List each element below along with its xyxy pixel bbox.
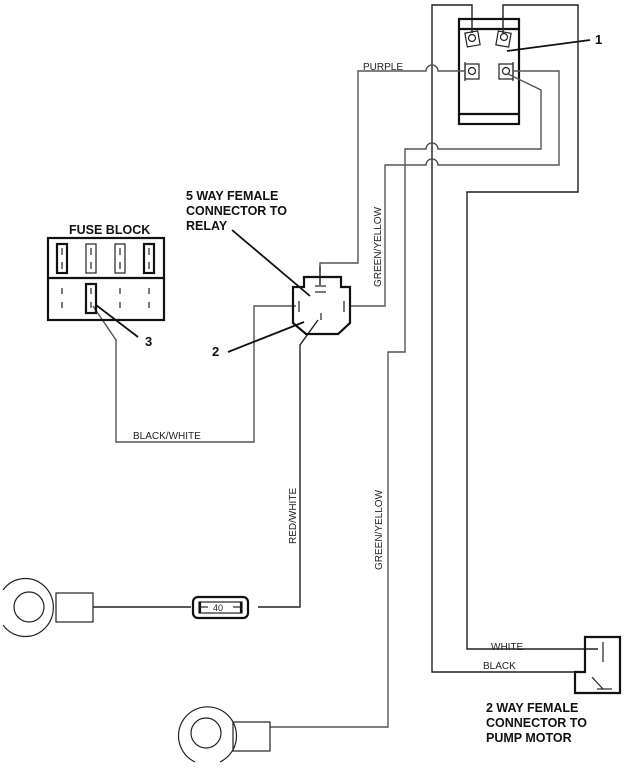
two-way-connector: [573, 635, 622, 695]
callout-3-leader: [95, 304, 139, 338]
wire-label-green-yellow-upper: GREEN/YELLOW: [373, 206, 384, 287]
relay-terminal-mid-left: [464, 62, 480, 81]
relay-terminal-top-right: [495, 30, 512, 48]
wire-green-yellow-lower: [270, 73, 542, 728]
relay: [457, 17, 521, 126]
fuse-block: [46, 236, 166, 322]
wire-purple: [319, 64, 465, 285]
two-way-label-line-1: 2 WAY FEMALE: [486, 701, 578, 715]
two-way-label-line-2: CONNECTOR TO: [486, 716, 587, 730]
five-way-label-line-3: RELAY: [186, 219, 228, 233]
relay-terminal-top-left: [464, 30, 481, 48]
wire-label-white: WHITE: [491, 642, 524, 653]
ring-terminal-1: [2, 577, 94, 638]
two-way-label-line-3: PUMP MOTOR: [486, 731, 572, 745]
relay-terminal-mid-right: [498, 62, 514, 81]
fuse-slot-bottom-row: [61, 282, 150, 315]
wire-white: [466, 4, 598, 650]
wire-label-black: BLACK: [483, 661, 516, 672]
five-way-label-line-2: CONNECTOR TO: [186, 204, 287, 218]
fuse-slot-top-row: [55, 242, 156, 275]
callout-2-leader: [227, 321, 305, 353]
wire-label-green-yellow-lower: GREEN/YELLOW: [374, 489, 385, 570]
callout-2: 2: [212, 344, 219, 359]
wire-black-white: [92, 305, 296, 443]
ring-terminal-2: [177, 706, 271, 763]
fuse-slot-used: [84, 282, 98, 315]
fuse-block-title: FUSE BLOCK: [69, 223, 150, 237]
wire-label-red-white: RED/WHITE: [288, 488, 299, 544]
wire-red-white: [258, 319, 319, 608]
wire-label-purple: PURPLE: [363, 62, 403, 73]
fuse-rating: 40: [213, 603, 223, 613]
callout-1: 1: [595, 32, 602, 47]
wire-black: [431, 4, 574, 673]
wire-green-yellow-upper: [350, 70, 560, 307]
wire-label-black-white: BLACK/WHITE: [133, 431, 201, 442]
five-way-label-line-1: 5 WAY FEMALE: [186, 189, 278, 203]
inline-fuse: 40: [191, 595, 250, 620]
five-way-connector: [291, 266, 352, 336]
callout-3: 3: [145, 334, 152, 349]
callout-1-leader: [506, 39, 591, 52]
five-way-leader: [231, 229, 311, 297]
